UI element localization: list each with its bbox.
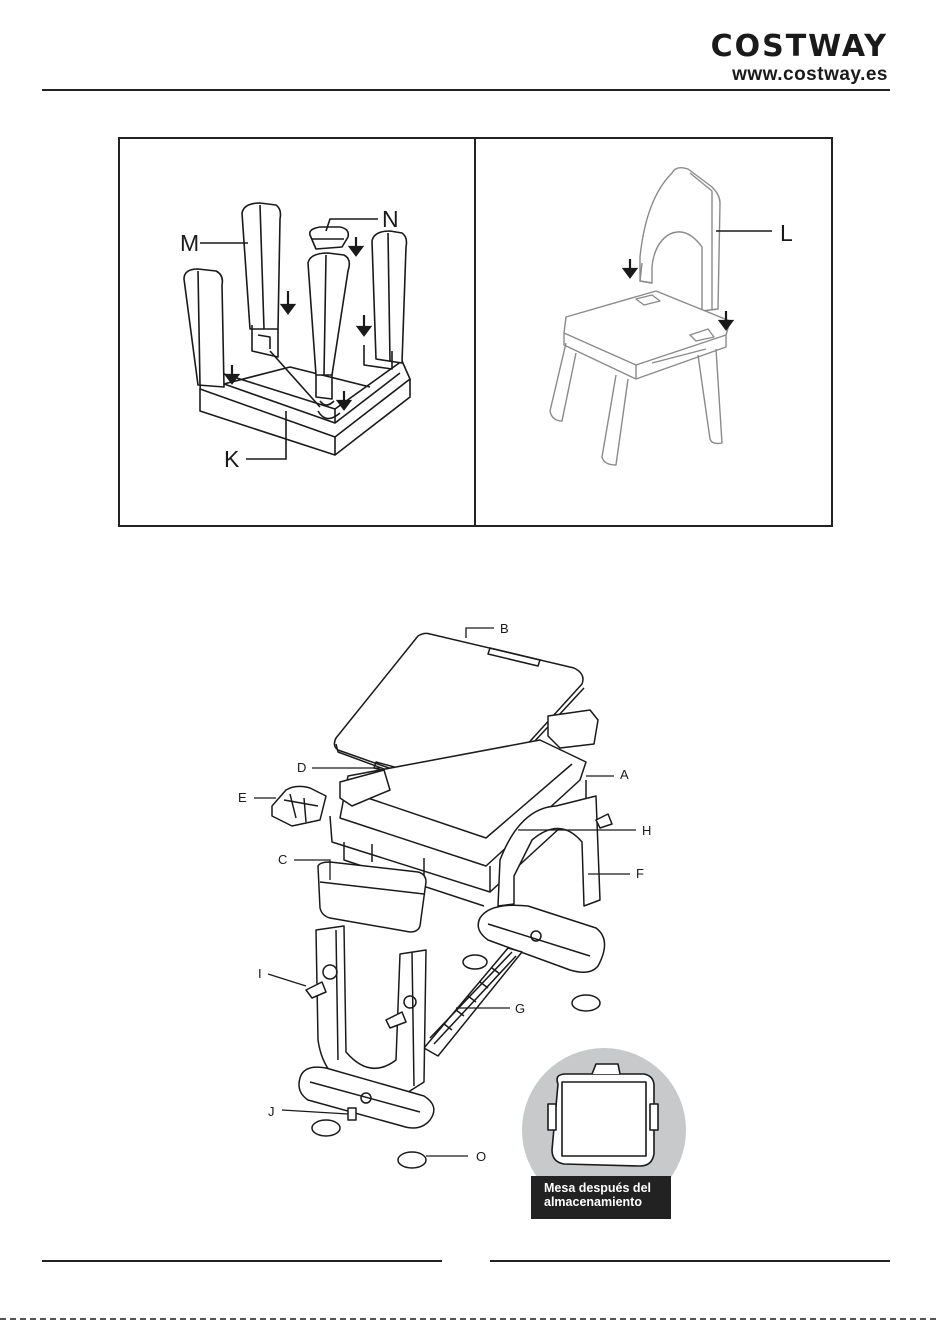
label-j: J	[268, 1105, 275, 1119]
footer-divider-left	[42, 1260, 442, 1262]
label-a: A	[620, 768, 629, 782]
label-b: B	[500, 622, 509, 636]
footer-divider-right	[490, 1260, 890, 1262]
label-f: F	[636, 867, 644, 881]
label-o: O	[476, 1150, 486, 1164]
label-i: I	[258, 967, 262, 981]
label-c: C	[278, 853, 287, 867]
page-cut-line	[0, 1318, 936, 1320]
label-g: G	[515, 1002, 525, 1016]
label-d: D	[297, 761, 306, 775]
storage-caption: Mesa después del almacenamiento	[531, 1176, 671, 1219]
label-h: H	[642, 824, 651, 838]
label-e: E	[238, 791, 247, 805]
